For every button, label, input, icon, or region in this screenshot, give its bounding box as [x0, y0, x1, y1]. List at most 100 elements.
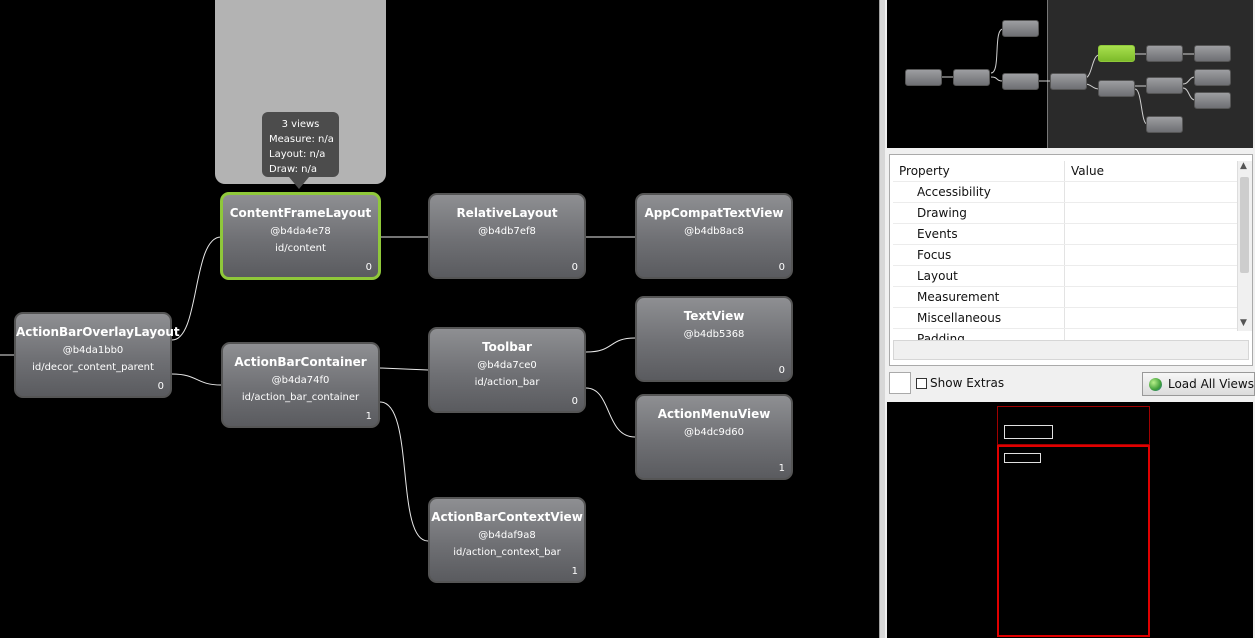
overview-node[interactable]: [953, 69, 990, 86]
node-id: id/action_bar_container: [241, 392, 360, 403]
right-pane: Property Value Accessibility Drawing Eve…: [885, 0, 1255, 638]
node-hash: @b4da1bb0: [62, 345, 124, 356]
overview-node[interactable]: [1146, 77, 1183, 94]
node-id: id/action_bar: [474, 377, 540, 388]
node-toolbar[interactable]: Toolbar @b4da7ce0 id/action_bar 0: [428, 327, 586, 413]
node-child-count: 0: [365, 262, 372, 273]
node-title: Toolbar: [482, 340, 532, 354]
node-title: ContentFrameLayout: [229, 206, 372, 220]
property-row[interactable]: Miscellaneous: [893, 308, 1239, 329]
pane-splitter[interactable]: [879, 0, 885, 638]
property-row[interactable]: Events: [893, 224, 1239, 245]
wire-toolbar-actionmenuview: [585, 387, 636, 438]
node-child-count: 0: [157, 381, 164, 392]
extras-toolbar: Show Extras Load All Views: [885, 369, 1255, 401]
tooltip-layout: Layout: n/a: [269, 149, 326, 160]
node-child-count: 1: [778, 463, 785, 474]
overview-node[interactable]: [1146, 116, 1183, 133]
node-hash: @b4da7ce0: [477, 360, 537, 371]
overview-node-selected[interactable]: [1098, 45, 1135, 62]
property-category[interactable]: Measurement: [893, 287, 1065, 307]
node-child-count: 0: [778, 365, 785, 376]
property-category[interactable]: Focus: [893, 245, 1065, 265]
node-title: ActionBarOverlayLayout: [16, 325, 180, 339]
node-title: ActionBarContextView: [431, 510, 583, 524]
header-property[interactable]: Property: [893, 161, 1065, 181]
scrollbar-thumb[interactable]: [1240, 177, 1249, 273]
show-extras-checkbox[interactable]: Show Extras: [916, 376, 1004, 390]
scroll-up-arrow-icon[interactable]: ▲: [1240, 161, 1247, 171]
overview-node[interactable]: [1194, 45, 1231, 62]
node-hash: @b4daf9a8: [478, 530, 536, 541]
overview-node[interactable]: [1050, 73, 1087, 90]
load-all-views-label: Load All Views: [1167, 377, 1254, 391]
checkbox-box[interactable]: [916, 377, 927, 389]
node-hash: @b4da4e78: [270, 226, 331, 237]
tree-overview[interactable]: [887, 0, 1253, 148]
property-category[interactable]: Accessibility: [893, 182, 1065, 202]
node-textview[interactable]: TextView @b4db5368 0: [635, 296, 793, 382]
property-scrollbar[interactable]: ▲ ▼: [1237, 161, 1252, 331]
node-title: TextView: [683, 309, 745, 323]
node-hash: @b4db8ac8: [684, 226, 744, 237]
property-row[interactable]: Measurement: [893, 287, 1239, 308]
header-value[interactable]: Value: [1071, 164, 1104, 178]
node-relativelayout[interactable]: RelativeLayout @b4db7ef8 0: [428, 193, 586, 279]
tooltip-arrow: [289, 177, 309, 189]
node-id: id/content: [275, 243, 326, 254]
property-table-header: Property Value: [893, 161, 1239, 182]
node-actionbarcontainer[interactable]: ActionBarContainer @b4da74f0 id/action_b…: [221, 342, 380, 428]
layout-preview[interactable]: [887, 402, 1253, 638]
property-table: Property Value Accessibility Drawing Eve…: [893, 161, 1239, 346]
property-category[interactable]: Layout: [893, 266, 1065, 286]
node-hash: @b4db7ef8: [478, 226, 536, 237]
overview-node[interactable]: [1002, 73, 1039, 90]
property-row[interactable]: Drawing: [893, 203, 1239, 224]
overview-node[interactable]: [1146, 45, 1183, 62]
layout-bounds-toolbar-text: [1004, 425, 1053, 439]
node-child-count: 0: [571, 396, 578, 407]
node-title: RelativeLayout: [456, 206, 558, 220]
load-all-views-button[interactable]: Load All Views: [1142, 372, 1255, 396]
layout-bounds-textview: [1004, 453, 1041, 463]
tooltip-views: 3 views: [281, 119, 320, 130]
view-tree-canvas[interactable]: ActionBarOverlayLayout @b4da1bb0 id/deco…: [0, 0, 879, 638]
node-title: AppCompatTextView: [644, 206, 784, 220]
node-hash: @b4dc9d60: [684, 427, 744, 438]
node-hash: @b4da74f0: [271, 375, 330, 386]
tree-connections: [0, 236, 636, 542]
property-category[interactable]: Events: [893, 224, 1065, 244]
property-row[interactable]: Focus: [893, 245, 1239, 266]
property-detail-field: [893, 340, 1249, 360]
node-child-count: 0: [571, 262, 578, 273]
property-row[interactable]: Layout: [893, 266, 1239, 287]
node-id: id/decor_content_parent: [32, 362, 154, 373]
layout-bounds-content: [997, 445, 1150, 637]
node-actionmenuview[interactable]: ActionMenuView @b4dc9d60 1: [635, 394, 793, 480]
tooltip-measure: Measure: n/a: [269, 134, 334, 145]
overlay-color-swatch[interactable]: [889, 372, 911, 394]
wire-overlay-contentframe: [171, 236, 222, 341]
wire-container-contextview: [379, 401, 429, 542]
wire-toolbar-textview: [585, 337, 636, 353]
property-rows: Accessibility Drawing Events Focus Layou…: [893, 182, 1239, 346]
overview-node[interactable]: [1002, 20, 1039, 37]
node-child-count: 0: [778, 262, 785, 273]
overview-node[interactable]: [1194, 92, 1231, 109]
overview-node[interactable]: [1098, 80, 1135, 97]
scroll-down-arrow-icon[interactable]: ▼: [1240, 318, 1247, 328]
property-row[interactable]: Accessibility: [893, 182, 1239, 203]
node-actionbarcontextview[interactable]: ActionBarContextView @b4daf9a8 id/action…: [428, 497, 586, 583]
tooltip-draw: Draw: n/a: [269, 164, 317, 175]
node-tooltip: 3 views Measure: n/a Layout: n/a Draw: n…: [262, 112, 339, 177]
property-category[interactable]: Drawing: [893, 203, 1065, 223]
node-appcompattextview[interactable]: AppCompatTextView @b4db8ac8 0: [635, 193, 793, 279]
node-contentframelayout[interactable]: ContentFrameLayout @b4da4e78 id/content …: [220, 192, 381, 280]
node-actionbaroverlaylayout[interactable]: ActionBarOverlayLayout @b4da1bb0 id/deco…: [14, 312, 180, 398]
wire-overlay-actionbarcontainer: [171, 373, 222, 386]
load-views-icon: [1149, 377, 1162, 391]
overview-node[interactable]: [1194, 69, 1231, 86]
layout-bounds-actionbar: [997, 406, 1150, 445]
property-category[interactable]: Miscellaneous: [893, 308, 1065, 328]
overview-node[interactable]: [905, 69, 942, 86]
